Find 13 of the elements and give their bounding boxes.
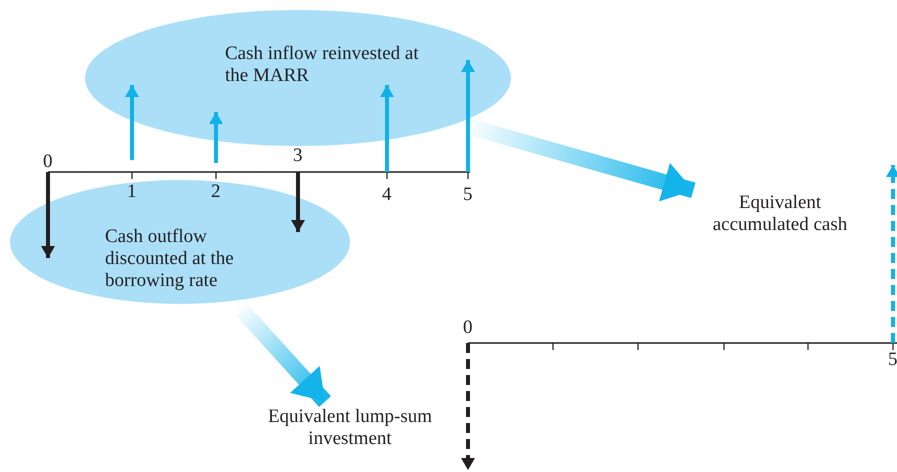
tick-label: 2 bbox=[211, 182, 220, 202]
tick-label: 3 bbox=[293, 146, 302, 166]
tick-label: 0 bbox=[463, 318, 472, 338]
annotation-text: Equivalent lump-sum investment bbox=[266, 406, 434, 450]
gradient-arrow bbox=[232, 301, 331, 407]
annotation-text: Cash inflow reinvested at the MARR bbox=[225, 43, 420, 87]
tick-label: 5 bbox=[463, 185, 472, 205]
tick-label: 0 bbox=[43, 152, 52, 172]
tick-label: 4 bbox=[382, 185, 392, 205]
tick-label: 1 bbox=[127, 182, 136, 202]
annotation-text: Cash outflow discounted at the borrowing rate bbox=[105, 226, 235, 292]
annotation-text: Equivalent accumulated cash bbox=[712, 192, 848, 236]
tick-label: 5 bbox=[888, 350, 897, 370]
